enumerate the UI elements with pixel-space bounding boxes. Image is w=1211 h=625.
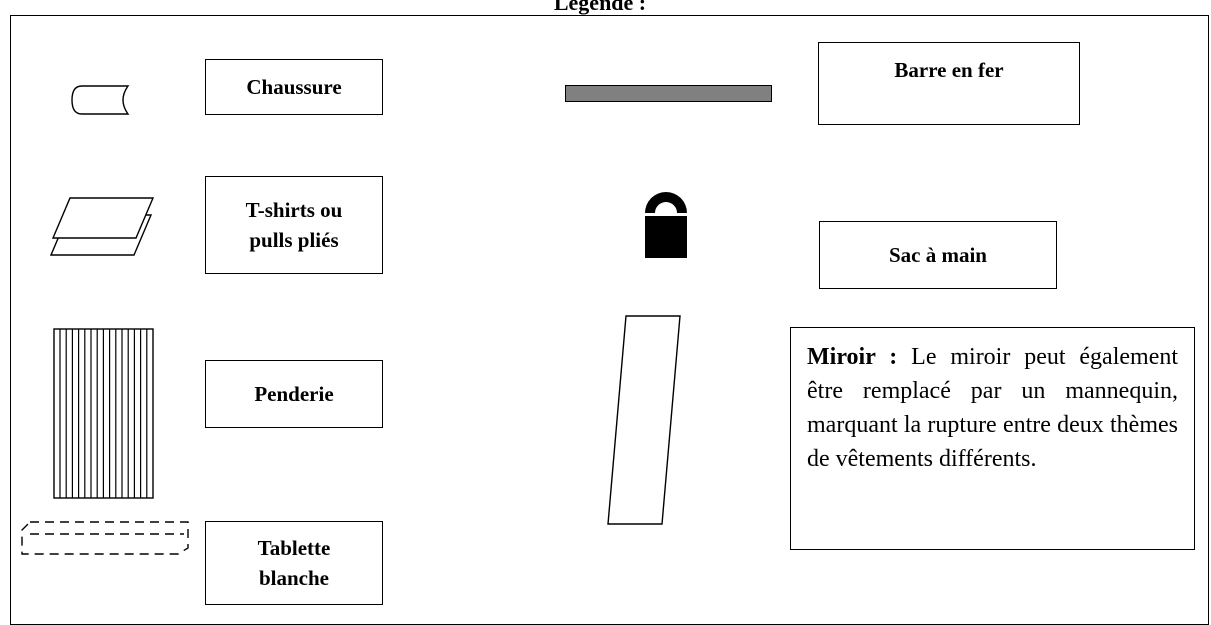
miroir-text: Le miroir peut également être remplacé p… — [807, 344, 1179, 472]
tablette-label-line1: Tablette — [257, 536, 331, 560]
hanging-rack-icon — [53, 328, 154, 499]
miroir-note: Miroir : Le miroir peut également être r… — [790, 327, 1195, 550]
barre-label: Barre en fer — [894, 58, 1004, 82]
penderie-label: Penderie — [254, 382, 334, 406]
tshirts-label-line2: pulls pliés — [249, 228, 339, 252]
legend-title: Légende : — [553, 0, 647, 15]
sac-label-box: Sac à main — [819, 221, 1057, 289]
folded-shirts-icon — [49, 197, 155, 256]
chaussure-label-box: Chaussure — [205, 59, 383, 115]
iron-bar-icon — [565, 85, 772, 102]
tablette-label-line2: blanche — [258, 566, 329, 590]
shelf-icon — [21, 521, 189, 555]
chaussure-label: Chaussure — [246, 75, 342, 99]
barre-label-box: Barre en fer — [818, 42, 1080, 125]
shoe-icon — [71, 85, 130, 115]
tshirts-label-box: T-shirts ou pulls pliés — [205, 176, 383, 274]
penderie-label-box: Penderie — [205, 360, 383, 428]
sac-label: Sac à main — [888, 243, 987, 267]
mirror-icon — [607, 315, 681, 525]
miroir-heading: Miroir : — [807, 344, 898, 370]
tshirts-label-line1: T-shirts ou — [245, 198, 343, 222]
handbag-icon — [645, 192, 687, 258]
tablette-label-box: Tablette blanche — [205, 521, 383, 605]
